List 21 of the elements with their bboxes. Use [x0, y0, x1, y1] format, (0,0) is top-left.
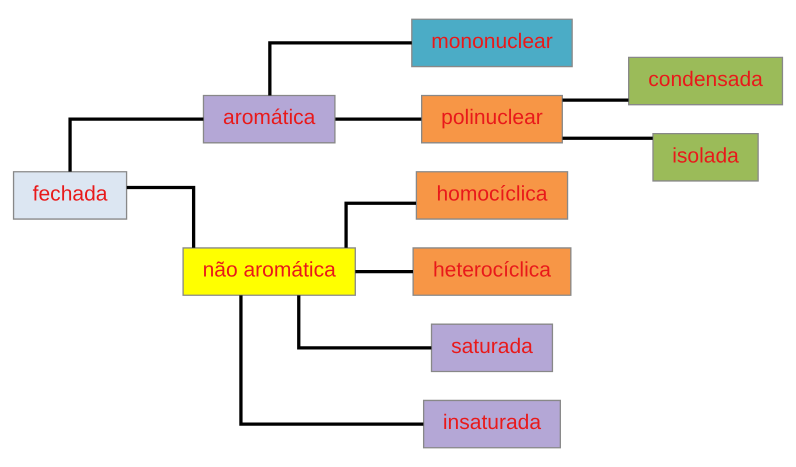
- node-box: mononuclear: [411, 18, 573, 68]
- connector: [297, 295, 432, 350]
- connector: [239, 295, 424, 426]
- node-box: fechada: [12, 171, 128, 220]
- connector: [335, 118, 422, 121]
- connector: [562, 98, 628, 102]
- node-box: condensada: [628, 56, 784, 106]
- connector: [562, 136, 653, 140]
- connector: [126, 186, 196, 248]
- node-box: heterocíclica: [412, 247, 572, 296]
- node-box: saturada: [430, 324, 554, 372]
- node-box: homocíclica: [416, 171, 568, 220]
- connector: [355, 270, 413, 274]
- node-box: polinuclear: [421, 94, 563, 144]
- connector: [68, 118, 204, 172]
- node-box: insaturada: [422, 400, 561, 448]
- connector: [268, 41, 412, 96]
- node-box: aromática: [202, 94, 336, 144]
- node-box: isolada: [652, 132, 759, 182]
- node-box: não aromática: [182, 247, 356, 296]
- connector: [344, 202, 416, 248]
